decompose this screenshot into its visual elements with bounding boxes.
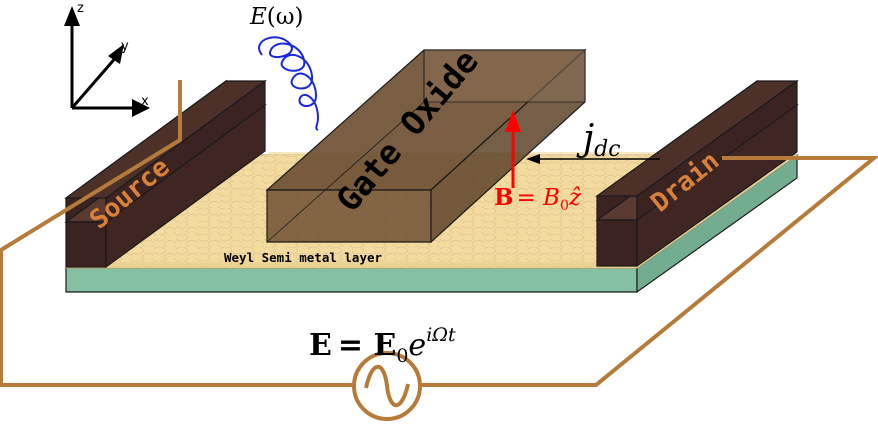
current-arrow (526, 154, 660, 164)
current-label: jdc (576, 118, 621, 162)
ac-source (352, 351, 422, 421)
magnetic-field-arrow (505, 110, 521, 188)
gate-oxide-block (265, 48, 587, 244)
drain-contact (595, 79, 799, 268)
source-contact (64, 79, 267, 269)
x-arrowhead (132, 99, 150, 117)
z-arrowhead (64, 6, 80, 26)
photon-coil (258, 36, 320, 131)
magnetic-field-label: B= B0ẑ (494, 184, 582, 214)
axis-label-y: y (121, 39, 129, 54)
ac-field-equation: E= E0eiΩt (309, 324, 456, 367)
axis-label-x: x (141, 94, 149, 109)
light-field-label: E(ω) (249, 4, 304, 30)
axes-indicator (70, 22, 135, 110)
axis-label-z: z (77, 1, 84, 16)
weyl-layer-label: Weyl Semi metal layer (224, 250, 383, 265)
circuit-wire (0, 80, 878, 387)
y-arrowhead (108, 44, 124, 64)
